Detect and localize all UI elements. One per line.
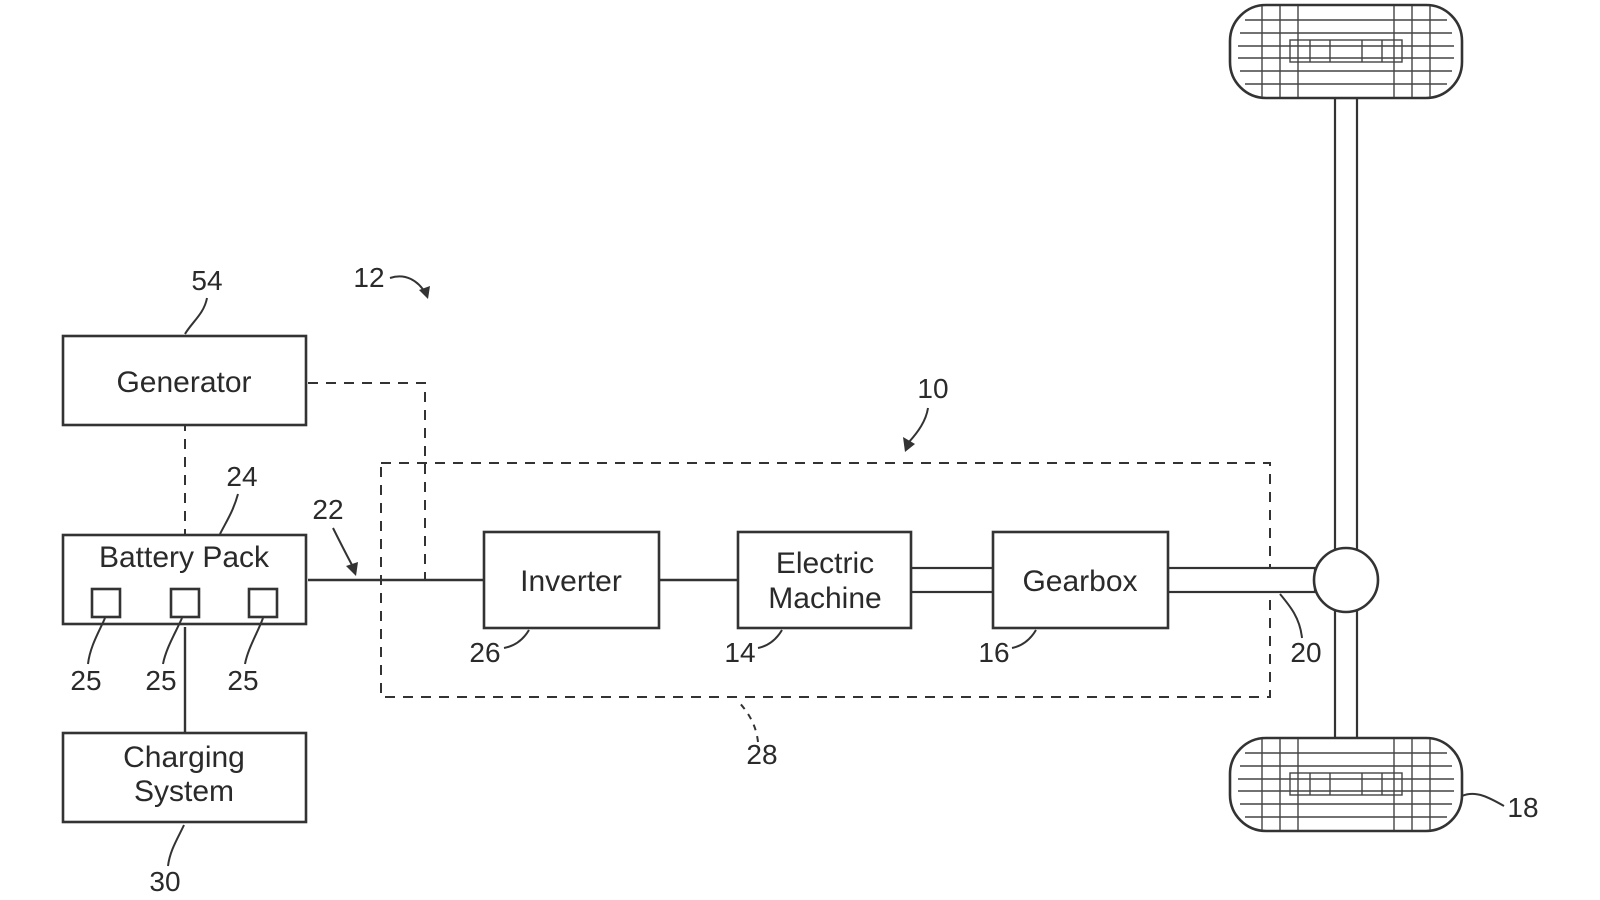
arrow-vehicle [419,286,430,299]
ref-bus: 22 [312,494,343,525]
charging-system-block [61,731,308,824]
generator-bus-dashed-link [308,382,426,580]
ref-cell-2: 25 [145,665,176,696]
leader-battery-pack [219,493,239,535]
ref-axle: 20 [1290,637,1321,668]
arrow-bus [346,562,358,576]
leader-inverter [503,629,530,649]
battery-pack-label: Battery Pack [99,541,270,574]
leader-charging-system [167,824,185,867]
ref-cell-3: 25 [227,665,258,696]
ref-generator: 54 [191,265,222,296]
ref-electric-machine: 14 [724,637,755,668]
battery-cell-1 [90,587,122,619]
leader-housing [736,699,759,743]
leader-electric-machine [757,629,783,649]
axle-shaft [1166,566,1317,594]
leader-cell-2 [162,617,183,665]
ref-gearbox: 16 [978,637,1009,668]
electric-machine-block [736,530,913,630]
leader-gearbox [1011,629,1037,649]
gearbox-block [991,530,1170,630]
electric-machine-label-line1: Electric [776,547,874,580]
ref-vehicle: 12 [353,262,384,293]
leader-axle [1279,593,1303,639]
inverter-block [482,530,661,630]
charging-system-label-line2: System [134,775,234,808]
ref-cell-1: 25 [70,665,101,696]
ref-housing: 28 [746,739,777,770]
ref-charging-system: 30 [149,866,180,897]
leader-cell-3 [244,617,264,665]
charging-system-label-line1: Charging [123,741,245,774]
leader-wheel [1461,792,1505,807]
wheel-top [1228,3,1464,100]
generator-label: Generator [116,366,251,399]
inverter-label: Inverter [520,565,622,598]
ref-wheel: 18 [1507,792,1538,823]
ref-inverter: 26 [469,637,500,668]
axle-vertical [1333,96,1359,740]
battery-cell-3 [247,587,279,619]
leader-bus [332,527,353,566]
electric-machine-label-line2: Machine [768,582,881,615]
ref-battery-pack: 24 [226,461,257,492]
gearbox-label: Gearbox [1022,565,1137,598]
motor-gearbox-shaft [909,566,995,594]
leader-cell-1 [87,617,106,665]
ref-drive-unit: 10 [917,373,948,404]
battery-cell-2 [169,587,201,619]
leader-generator [184,297,208,335]
arrow-drive-unit [903,437,915,452]
differential-hub [1312,546,1380,614]
leader-drive-unit [908,407,929,443]
wheel-bottom [1228,736,1464,833]
generator-block [61,334,308,427]
